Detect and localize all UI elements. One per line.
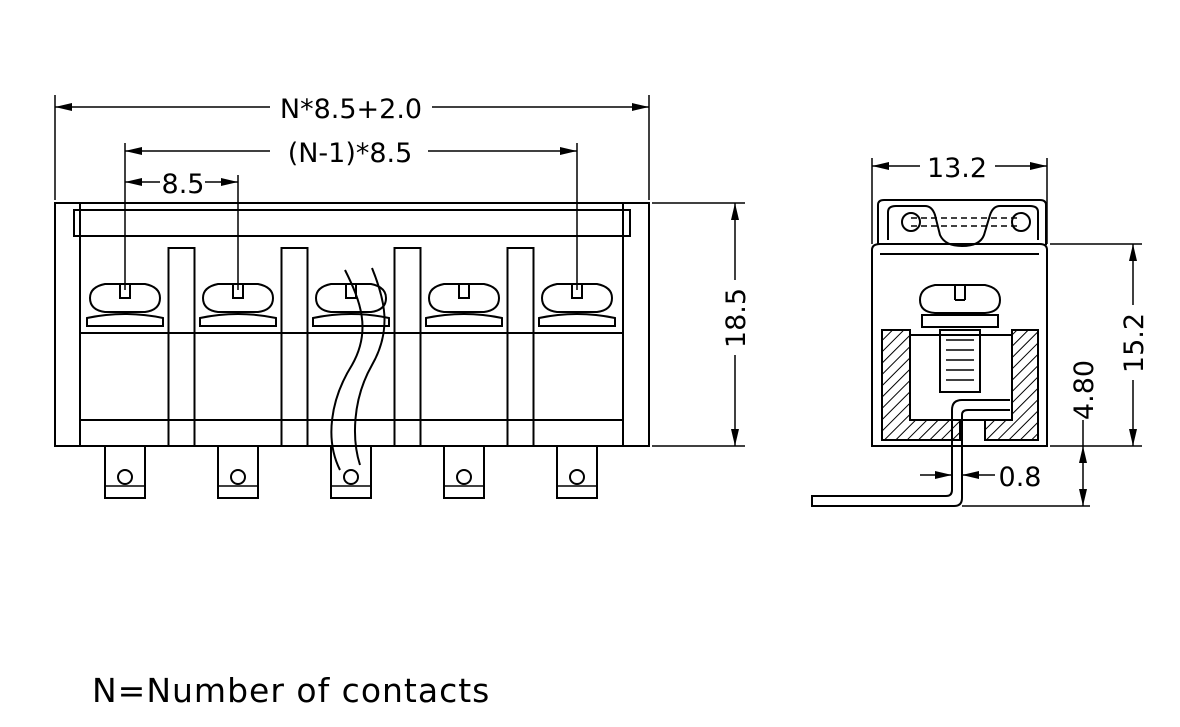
side-top-cap [877, 199, 1047, 248]
screw-slot [119, 284, 131, 299]
wire [330, 269, 364, 471]
side-bent-pin [811, 399, 1010, 507]
dim-pin-offset: 4.80 [962, 360, 1100, 507]
pin-tab [330, 445, 372, 499]
pin-hole [230, 469, 246, 485]
side-width-label: 13.2 [927, 153, 987, 184]
screw-head [314, 283, 388, 313]
contact [538, 283, 616, 499]
screw-head [201, 283, 275, 313]
dim-overall-width: N*8.5+2.0 [54, 94, 650, 200]
contact [86, 283, 164, 499]
contact [199, 283, 277, 499]
dim-pin-thickness: 0.8 [920, 462, 1041, 493]
dim-height: 18.5 [652, 202, 752, 447]
screw-slot [232, 284, 244, 299]
pitch-label: 8.5 [162, 169, 205, 200]
contact [312, 283, 390, 499]
screw-slot [571, 284, 583, 299]
washer [86, 313, 164, 327]
pin-offset-label: 4.80 [1069, 360, 1100, 420]
dim-pitch-span: (N-1)*8.5 [124, 138, 578, 290]
pin-tab [556, 445, 598, 499]
screw-head [88, 283, 162, 313]
pin-tab [443, 445, 485, 499]
dim-side-width: 13.2 [871, 153, 1048, 244]
side-screw [918, 284, 1002, 393]
pin-tab [217, 445, 259, 499]
pin-thickness-label: 0.8 [999, 462, 1042, 493]
pin-hole [569, 469, 585, 485]
side-body [871, 243, 1048, 447]
front-body [54, 202, 650, 447]
side-view: 13.2 15.2 4.80 0.8 [811, 153, 1150, 507]
washer [538, 313, 616, 327]
washer [425, 313, 503, 327]
screw-slot [458, 284, 470, 299]
screw-head [540, 283, 614, 313]
contact [425, 283, 503, 499]
separator-ribs [167, 247, 535, 446]
pin-hole [343, 469, 359, 485]
side-height-label: 15.2 [1119, 313, 1150, 373]
dim-pitch: 8.5 [125, 169, 239, 290]
screw-slot [345, 284, 357, 299]
pin-tab [104, 445, 146, 499]
pin-hole [117, 469, 133, 485]
wire [354, 267, 386, 466]
front-view: N*8.5+2.0 (N-1)*8.5 8.5 [54, 94, 752, 499]
pin-hole [456, 469, 472, 485]
note-text: N=Number of contacts [92, 671, 490, 710]
screw-head [427, 283, 501, 313]
side-hatched-housing [881, 329, 1039, 441]
separator-rib [280, 247, 309, 446]
separator-rib [506, 247, 535, 446]
dim-side-height: 15.2 [1050, 243, 1150, 447]
height-label: 18.5 [721, 288, 752, 348]
washer [312, 313, 390, 327]
separator-rib [393, 247, 422, 446]
separator-rib [167, 247, 196, 446]
contact-positions [86, 283, 616, 499]
washer [199, 313, 277, 327]
overall-width-label: N*8.5+2.0 [280, 94, 422, 125]
pitch-span-label: (N-1)*8.5 [288, 138, 413, 169]
